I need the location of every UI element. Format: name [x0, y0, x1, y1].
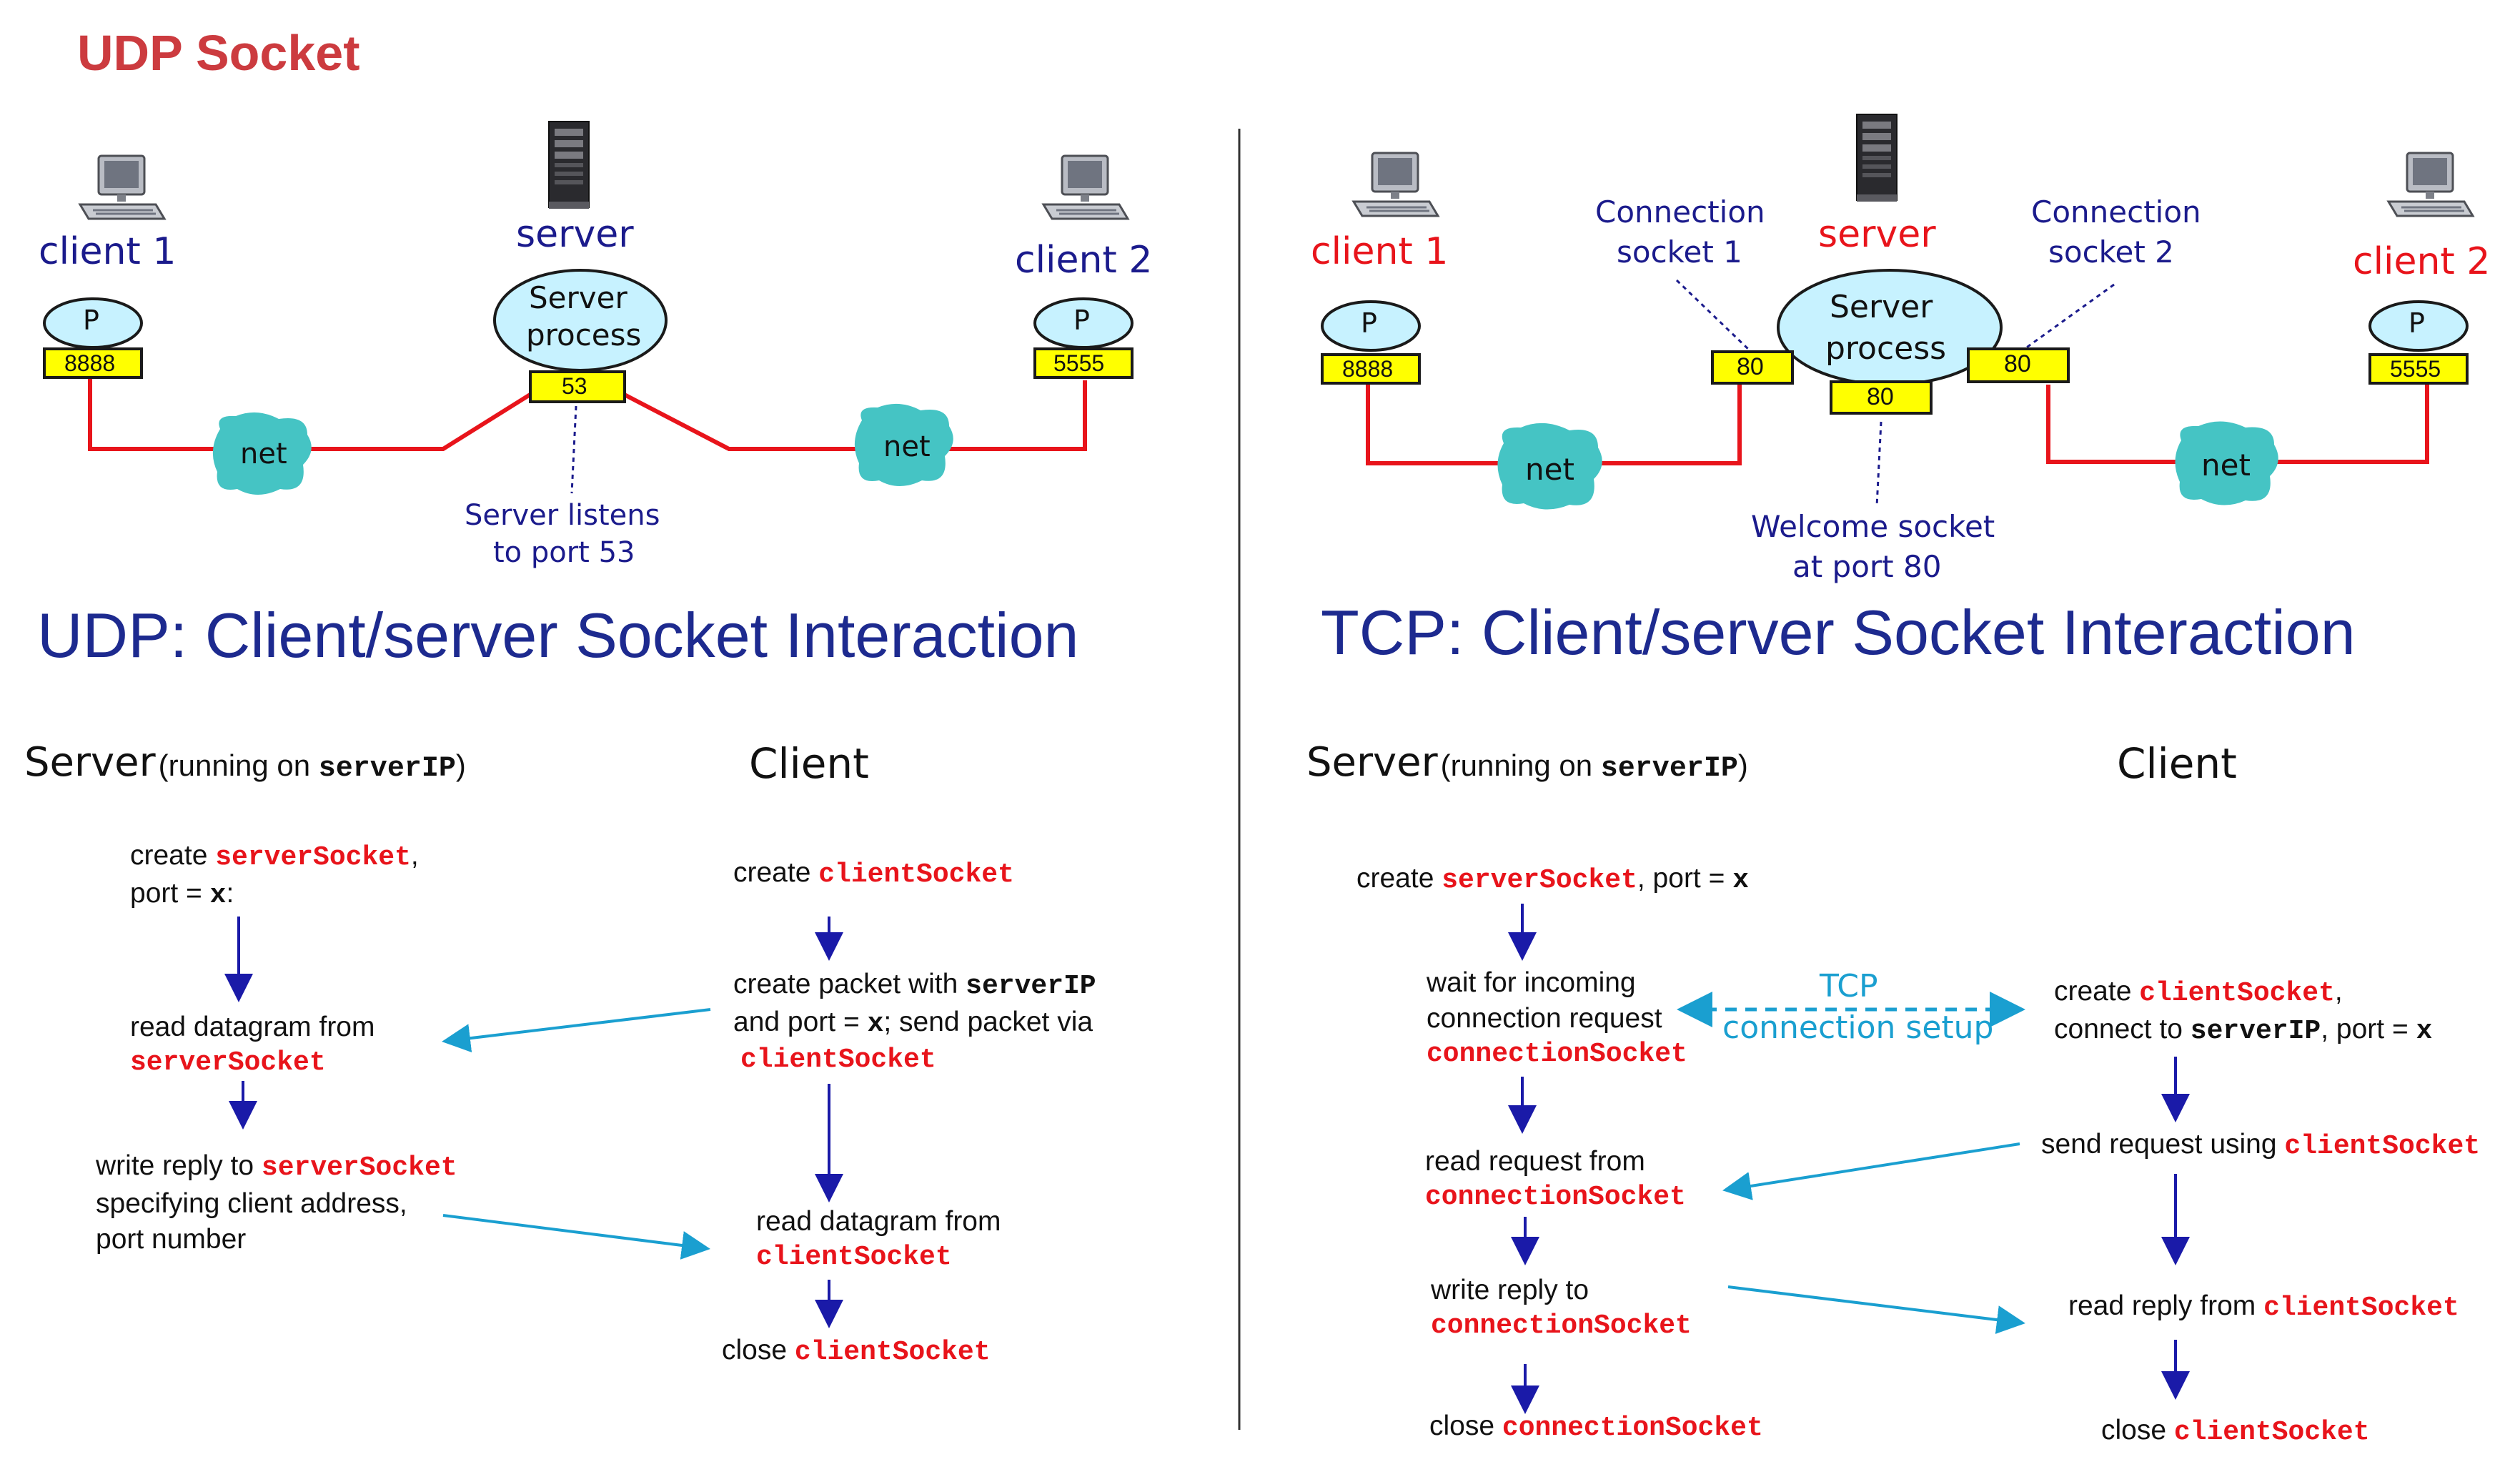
link-client1-server — [88, 375, 536, 451]
udp-server-process-line2: process — [526, 317, 642, 352]
connection-setup-label: connection setup — [1722, 1009, 1994, 1046]
tcp-client-create-step: create clientSocket, connect to serverIP… — [2054, 976, 2433, 1047]
client1-computer-icon — [1352, 152, 1439, 217]
udp-client2-label: client 2 — [1015, 239, 1153, 282]
conn1-pointer — [1675, 279, 1751, 352]
udp-client-packet-step: create packet with serverIP and port = x… — [733, 969, 1096, 1075]
client1-port-box — [43, 347, 143, 379]
net-cloud-left — [1497, 423, 1602, 510]
conn-port-right-box — [1967, 347, 2070, 383]
tcp-client1-process-label: P — [1361, 307, 1377, 339]
tcp-server-write-step: write reply to connectionSocket — [1431, 1275, 1692, 1341]
net-cloud-left — [212, 412, 312, 495]
server-port-box — [529, 370, 626, 403]
tcp-welcome-line2: at port 80 — [1792, 549, 1942, 584]
client1-process-ellipse — [1321, 300, 1421, 352]
udp-flow-arrows — [224, 917, 843, 1328]
udp-client2-port: 5555 — [1053, 350, 1105, 376]
tcp-server-process-line1: Server — [1830, 289, 1933, 325]
tcp-conn1-line2: socket 1 — [1617, 234, 1742, 270]
conn2-pointer — [2022, 283, 2115, 352]
client2-port-box — [1033, 347, 1133, 379]
udp-client1-process-label: P — [83, 305, 99, 336]
tcp-label: TCP — [1820, 968, 1878, 1004]
tcp-server-close-step: close connectionSocket — [1429, 1411, 1763, 1443]
tcp-net-label-left: net — [1525, 452, 1574, 487]
tcp-client2-label: client 2 — [2353, 240, 2491, 283]
udp-client-create-step: create clientSocket — [733, 857, 1014, 890]
tcp-server-label: server — [1818, 213, 1936, 256]
udp-client1-label: client 1 — [39, 230, 177, 273]
udp-net-label-left: net — [240, 438, 287, 470]
tcp-client2-port: 5555 — [2390, 356, 2441, 382]
tcp-server-header: Server (running on serverIP) — [1306, 739, 1748, 786]
tcp-client-header: Client — [2117, 739, 2237, 788]
tcp-server-create-step: create serverSocket, port = x — [1356, 863, 1750, 896]
tcp-client-close-step: close clientSocket — [2101, 1415, 2370, 1448]
arrow-reply-packet — [442, 1214, 710, 1260]
client2-computer-icon — [1042, 154, 1129, 220]
tcp-welcome-port: 80 — [1867, 383, 1894, 410]
udp-listen-note-line1: Server listens — [465, 499, 660, 532]
udp-server-port: 53 — [562, 373, 587, 399]
tcp-conn2-line1: Connection — [2031, 194, 2201, 229]
welcome-port-box — [1830, 380, 1933, 415]
tcp-diagram — [1321, 114, 2474, 510]
welcome-pointer — [1875, 421, 1882, 507]
udp-server-read-step: read datagram from serverSocket — [130, 1012, 375, 1078]
client1-computer-icon — [79, 154, 166, 220]
net-cloud-right — [2175, 421, 2278, 505]
tcp-conn2-line2: socket 2 — [2048, 234, 2174, 270]
tcp-conn-port-left: 80 — [1737, 353, 1764, 380]
client2-process-ellipse — [2368, 300, 2469, 352]
udp-server-header: Server (running on serverIP) — [24, 739, 466, 786]
udp-client-header: Client — [749, 739, 869, 788]
tcp-server-read-step: read request from connectionSocket — [1425, 1146, 1686, 1212]
server-tower-icon — [548, 121, 590, 209]
udp-server-create-step: create serverSocket, port = x: — [130, 840, 419, 911]
page-title: UDP Socket — [77, 25, 360, 81]
net-cloud-right — [854, 403, 953, 486]
arrow-send-request — [1722, 1142, 2020, 1200]
tcp-net-label-right: net — [2201, 448, 2251, 483]
tcp-conn1-line1: Connection — [1595, 194, 1765, 229]
client2-computer-icon — [2387, 152, 2474, 217]
listen-dotted-line — [570, 405, 577, 494]
tcp-client2-process-label: P — [2409, 307, 2425, 339]
udp-section-title: UDP: Client/server Socket Interaction — [37, 600, 1079, 671]
server-tower-icon — [1856, 114, 1898, 202]
arrow-send-packet — [442, 1008, 711, 1053]
udp-client1-port: 8888 — [64, 350, 116, 376]
tcp-client-read-step: read reply from clientSocket — [2068, 1290, 2459, 1323]
tcp-server-wait-step: wait for incoming connection request con… — [1427, 967, 1687, 1070]
link-server-client2 — [617, 380, 1087, 451]
tcp-server-process-line2: process — [1825, 330, 1947, 367]
tcp-client1-label: client 1 — [1311, 230, 1449, 273]
udp-net-label-right: net — [883, 430, 931, 463]
udp-listen-note-line2: to port 53 — [493, 536, 635, 569]
tcp-section-title: TCP: Client/server Socket Interaction — [1321, 597, 2356, 668]
tcp-client-send-step: send request using clientSocket — [2041, 1129, 2481, 1162]
udp-server-label: server — [516, 213, 634, 256]
udp-client2-process-label: P — [1073, 305, 1090, 336]
udp-server-write-step: write reply to serverSocket specifying c… — [96, 1150, 457, 1255]
tcp-flow-arrows — [1508, 904, 2190, 1414]
udp-client-read-step: read datagram from clientSocket — [756, 1206, 1001, 1273]
client1-port-box — [1321, 353, 1421, 385]
tcp-welcome-line1: Welcome socket — [1751, 509, 1995, 544]
tcp-conn-port-right: 80 — [2004, 350, 2031, 377]
udp-server-process-line1: Server — [529, 280, 627, 315]
client2-port-box — [2368, 353, 2469, 385]
udp-diagram — [43, 121, 1133, 495]
conn-port-left-box — [1711, 350, 1794, 385]
tcp-client1-port: 8888 — [1342, 356, 1394, 382]
udp-client-close-step: close clientSocket — [722, 1335, 991, 1368]
arrow-reply — [1727, 1285, 2025, 1334]
